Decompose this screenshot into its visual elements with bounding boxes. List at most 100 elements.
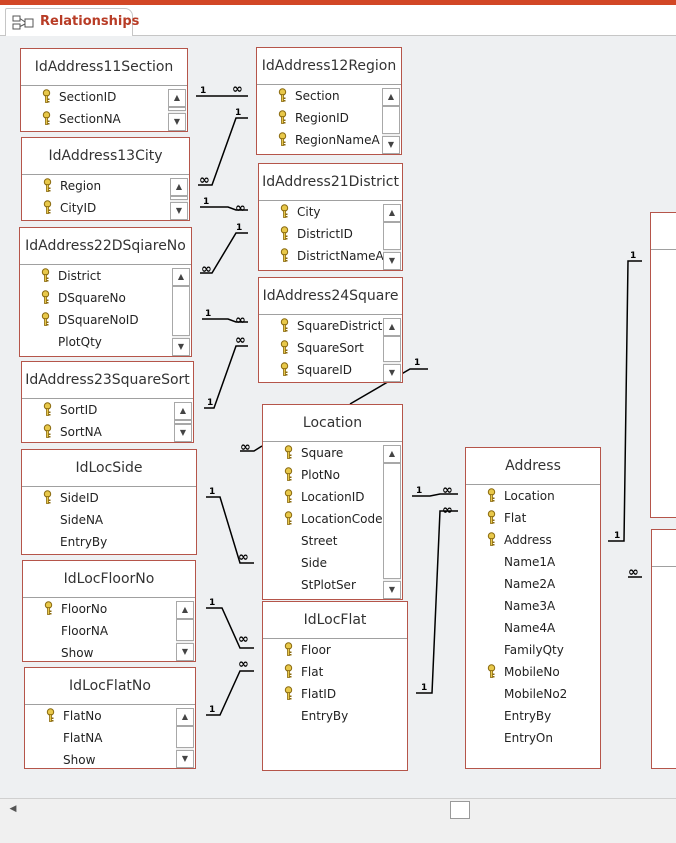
- field-row[interactable]: EntryBy: [22, 531, 196, 553]
- scroll-up-icon[interactable]: ▲: [383, 445, 401, 463]
- field-row[interactable]: PlotNo: [263, 464, 402, 486]
- field-row[interactable]: SectionID: [21, 86, 187, 108]
- field-row[interactable]: MobileNo: [466, 661, 600, 683]
- table-title[interactable]: IdAddress12Region: [257, 48, 401, 85]
- scroll-down-icon[interactable]: ▼: [382, 136, 400, 154]
- field-row[interactable]: Show: [23, 642, 195, 661]
- scroll-track[interactable]: [172, 286, 190, 338]
- field-row[interactable]: Show: [25, 749, 195, 768]
- field-row[interactable]: DistrictNameA: [259, 245, 402, 267]
- table-title[interactable]: IdLocFlatNo: [25, 668, 195, 705]
- horizontal-scrollbar[interactable]: ◀: [0, 798, 676, 819]
- table-t14[interactable]: [650, 212, 676, 518]
- scroll-thumb[interactable]: [176, 619, 194, 641]
- table-title[interactable]: [651, 213, 676, 250]
- scroll-track[interactable]: [174, 420, 192, 424]
- field-row[interactable]: Region: [22, 175, 189, 197]
- field-row[interactable]: RegionID: [257, 107, 401, 129]
- scroll-track[interactable]: [383, 336, 401, 364]
- field-row[interactable]: DistrictID: [259, 223, 402, 245]
- vertical-scrollbar[interactable]: ▲▼: [176, 601, 194, 661]
- scroll-left-icon[interactable]: ◀: [9, 804, 17, 814]
- scroll-track[interactable]: [176, 619, 194, 643]
- field-row[interactable]: Section: [257, 85, 401, 107]
- scroll-down-icon[interactable]: ▼: [168, 113, 186, 131]
- scroll-up-icon[interactable]: ▲: [383, 204, 401, 222]
- field-row[interactable]: SquareID: [259, 359, 402, 381]
- field-row[interactable]: MobileNo2: [466, 683, 600, 705]
- scroll-up-icon[interactable]: ▲: [170, 178, 188, 196]
- field-row[interactable]: Flat: [263, 661, 407, 683]
- table-title[interactable]: IdAddress13City: [22, 138, 189, 175]
- field-row[interactable]: Side: [263, 552, 402, 574]
- field-row[interactable]: Floor: [263, 639, 407, 661]
- scroll-up-icon[interactable]: ▲: [176, 708, 194, 726]
- scroll-down-icon[interactable]: ▼: [172, 338, 190, 356]
- scroll-thumb[interactable]: [383, 222, 401, 250]
- vertical-scrollbar[interactable]: ▲▼: [168, 89, 186, 131]
- field-row[interactable]: FloorNA: [23, 620, 195, 642]
- field-row[interactable]: PlotQty: [20, 331, 191, 353]
- scroll-down-icon[interactable]: ▼: [383, 364, 401, 382]
- scroll-down-icon[interactable]: ▼: [170, 202, 188, 220]
- field-row[interactable]: FlatID: [263, 683, 407, 705]
- field-row[interactable]: Street: [263, 530, 402, 552]
- field-row[interactable]: LocationCode: [263, 508, 402, 530]
- table-title[interactable]: [652, 530, 676, 567]
- scroll-track[interactable]: [382, 106, 400, 136]
- scroll-up-icon[interactable]: ▲: [176, 601, 194, 619]
- scroll-thumb[interactable]: [174, 420, 192, 424]
- field-row[interactable]: Name1A: [466, 551, 600, 573]
- field-row[interactable]: SideNA: [22, 509, 196, 531]
- field-row[interactable]: Square: [263, 442, 402, 464]
- table-t15[interactable]: [651, 529, 676, 769]
- scroll-down-icon[interactable]: ▼: [176, 643, 194, 661]
- field-row[interactable]: DSquareNoID: [20, 309, 191, 331]
- scroll-track[interactable]: [176, 726, 194, 750]
- field-row[interactable]: CityID: [22, 197, 189, 219]
- field-row[interactable]: RegionNameA: [257, 129, 401, 151]
- field-row[interactable]: Name4A: [466, 617, 600, 639]
- table-title[interactable]: Address: [466, 448, 600, 485]
- field-row[interactable]: SquareSort: [259, 337, 402, 359]
- scroll-thumb[interactable]: [170, 196, 188, 200]
- field-row[interactable]: SortNA: [22, 421, 193, 442]
- field-row[interactable]: FlatNA: [25, 727, 195, 749]
- field-row[interactable]: SortID: [22, 399, 193, 421]
- field-row[interactable]: FlatNo: [25, 705, 195, 727]
- scroll-up-icon[interactable]: ▲: [383, 318, 401, 336]
- field-row[interactable]: EntryOn: [466, 727, 600, 749]
- scroll-track[interactable]: [383, 222, 401, 252]
- field-row[interactable]: DSquareNo: [20, 287, 191, 309]
- vertical-scrollbar[interactable]: ▲▼: [172, 268, 190, 356]
- scroll-thumb[interactable]: [383, 336, 401, 362]
- scroll-thumb[interactable]: [168, 107, 186, 111]
- scroll-thumb[interactable]: [382, 106, 400, 134]
- scroll-up-icon[interactable]: ▲: [172, 268, 190, 286]
- field-row[interactable]: FamilyQty: [466, 639, 600, 661]
- field-row[interactable]: City: [259, 201, 402, 223]
- field-row[interactable]: SectionNA: [21, 108, 187, 130]
- field-row[interactable]: EntryBy: [263, 705, 407, 727]
- field-row[interactable]: EntryBy: [466, 705, 600, 727]
- field-row[interactable]: Location: [466, 485, 600, 507]
- field-row[interactable]: SquareDistrict: [259, 315, 402, 337]
- field-row[interactable]: Name2A: [466, 573, 600, 595]
- scroll-thumb[interactable]: [383, 463, 401, 579]
- table-title[interactable]: IdLocSide: [22, 450, 196, 487]
- table-title[interactable]: IdLocFloorNo: [23, 561, 195, 598]
- scroll-thumb[interactable]: [450, 801, 470, 819]
- field-row[interactable]: SideID: [22, 487, 196, 509]
